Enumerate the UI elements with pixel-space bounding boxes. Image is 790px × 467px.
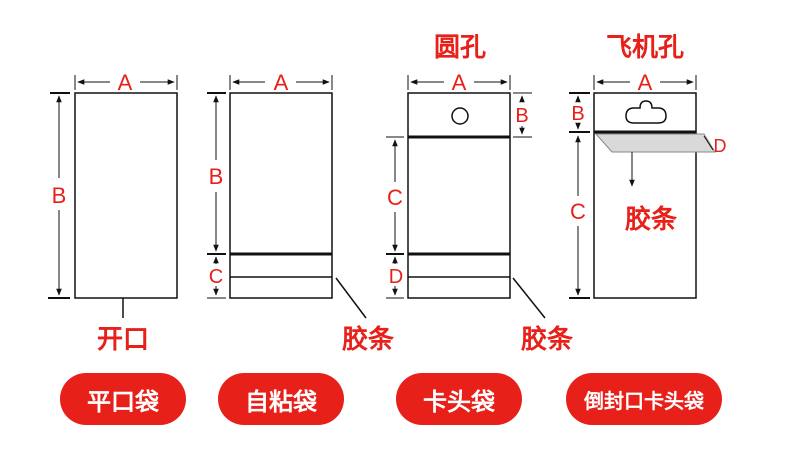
- adhesive-label: 胶条: [625, 204, 678, 235]
- label-d: D: [389, 266, 403, 288]
- label-c: C: [387, 185, 403, 210]
- self-adhesive-bag-body: [229, 92, 333, 299]
- reverse-seal-bag-diagram: 飞机孔 A B C D 胶条: [569, 33, 727, 299]
- adhesive-pointer: [335, 277, 367, 319]
- round-hole: [451, 107, 469, 125]
- adhesive-strip: [594, 133, 716, 153]
- label-a: A: [452, 70, 467, 95]
- label-b: B: [571, 103, 584, 125]
- header-card-bag-body: [407, 92, 511, 299]
- flat-bag-body: [74, 92, 178, 299]
- reverse-seal-bag-body: [593, 92, 697, 299]
- adhesive-pointer: [512, 277, 546, 319]
- header-card-bag-button[interactable]: 卡头袋: [396, 373, 522, 425]
- adhesive-label: 胶条: [342, 324, 395, 355]
- dim-line-d: [703, 135, 714, 151]
- airplane-hole-label: 飞机孔: [606, 33, 684, 63]
- opening-label: 开口: [97, 325, 149, 355]
- flat-bag-diagram: A B 开口: [48, 70, 178, 355]
- round-hole-label: 圆孔: [434, 33, 486, 63]
- label-b: B: [52, 183, 67, 208]
- label-d: D: [714, 136, 727, 156]
- label-c: C: [209, 266, 223, 288]
- label-b: B: [515, 105, 528, 127]
- label-b: B: [209, 164, 224, 189]
- reverse-seal-header-bag-button[interactable]: 倒封口卡头袋: [566, 373, 722, 425]
- self-adhesive-bag-button[interactable]: 自粘袋: [218, 373, 344, 425]
- adhesive-label: 胶条: [521, 324, 574, 355]
- label-a: A: [118, 70, 133, 95]
- flat-bag-button[interactable]: 平口袋: [60, 373, 186, 425]
- label-a: A: [274, 70, 289, 95]
- header-card-bag-diagram: 圆孔 A B C D 胶条: [386, 33, 574, 355]
- label-a: A: [638, 70, 653, 95]
- self-adhesive-bag-diagram: A B C 胶条: [207, 70, 395, 355]
- label-c: C: [570, 199, 586, 224]
- airplane-hole: [625, 100, 667, 124]
